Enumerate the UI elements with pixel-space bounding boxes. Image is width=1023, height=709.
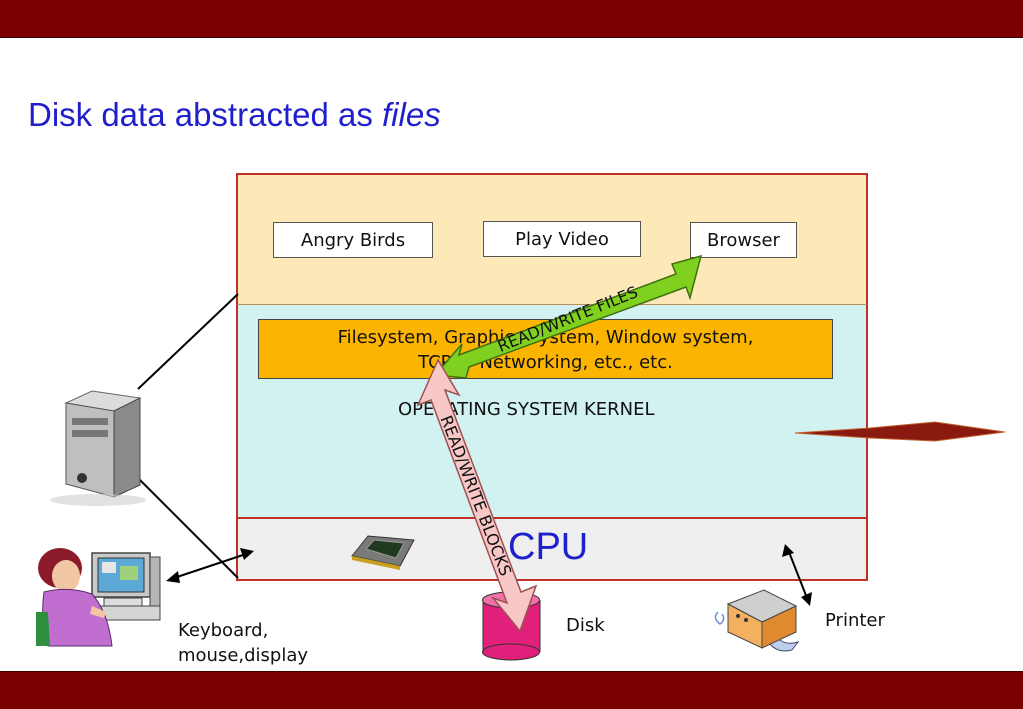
io-label-line-2: mouse,display xyxy=(178,645,309,666)
io-link-line xyxy=(173,553,247,579)
printer-icon xyxy=(714,589,800,652)
cpu-layer xyxy=(236,517,868,581)
read-write-files-arrow: READ/WRITE FILES xyxy=(433,254,703,379)
tower-connector-top xyxy=(137,293,239,390)
printer-arrowhead-bottom xyxy=(801,592,812,606)
kernel-label: OPERATING SYSTEM KERNEL xyxy=(398,399,655,420)
app-browser: Browser xyxy=(690,222,797,258)
app-angry-birds: Angry Birds xyxy=(273,222,433,258)
app-play-video: Play Video xyxy=(483,221,641,257)
person-at-computer-icon xyxy=(36,548,161,647)
read-write-blocks-arrow: READ/WRITE BLOCKS xyxy=(416,358,538,633)
cpu-label: CPU xyxy=(508,526,589,568)
read-write-files-label: READ/WRITE FILES xyxy=(495,282,641,356)
title-emphasis: files xyxy=(382,96,441,133)
brown-lozenge-shape xyxy=(794,421,1006,442)
printer-link-line xyxy=(788,551,808,599)
title-prefix: Disk data abstracted as xyxy=(28,96,383,133)
io-devices-label: Keyboard, mouse,display xyxy=(178,618,308,668)
read-write-blocks-label: READ/WRITE BLOCKS xyxy=(437,413,516,579)
slide-title: Disk data abstracted as files xyxy=(28,96,441,134)
disk-label: Disk xyxy=(566,615,605,636)
printer-label: Printer xyxy=(825,610,885,631)
printer-arrowhead-top xyxy=(782,544,794,557)
computer-tower-icon xyxy=(50,390,146,506)
bottom-bar xyxy=(0,671,1023,709)
top-bar xyxy=(0,0,1023,38)
cpu-chip-icon xyxy=(351,535,415,570)
io-arrowhead-left xyxy=(166,571,180,583)
io-arrowhead-right xyxy=(240,548,254,560)
io-label-line-1: Keyboard, xyxy=(178,620,269,641)
